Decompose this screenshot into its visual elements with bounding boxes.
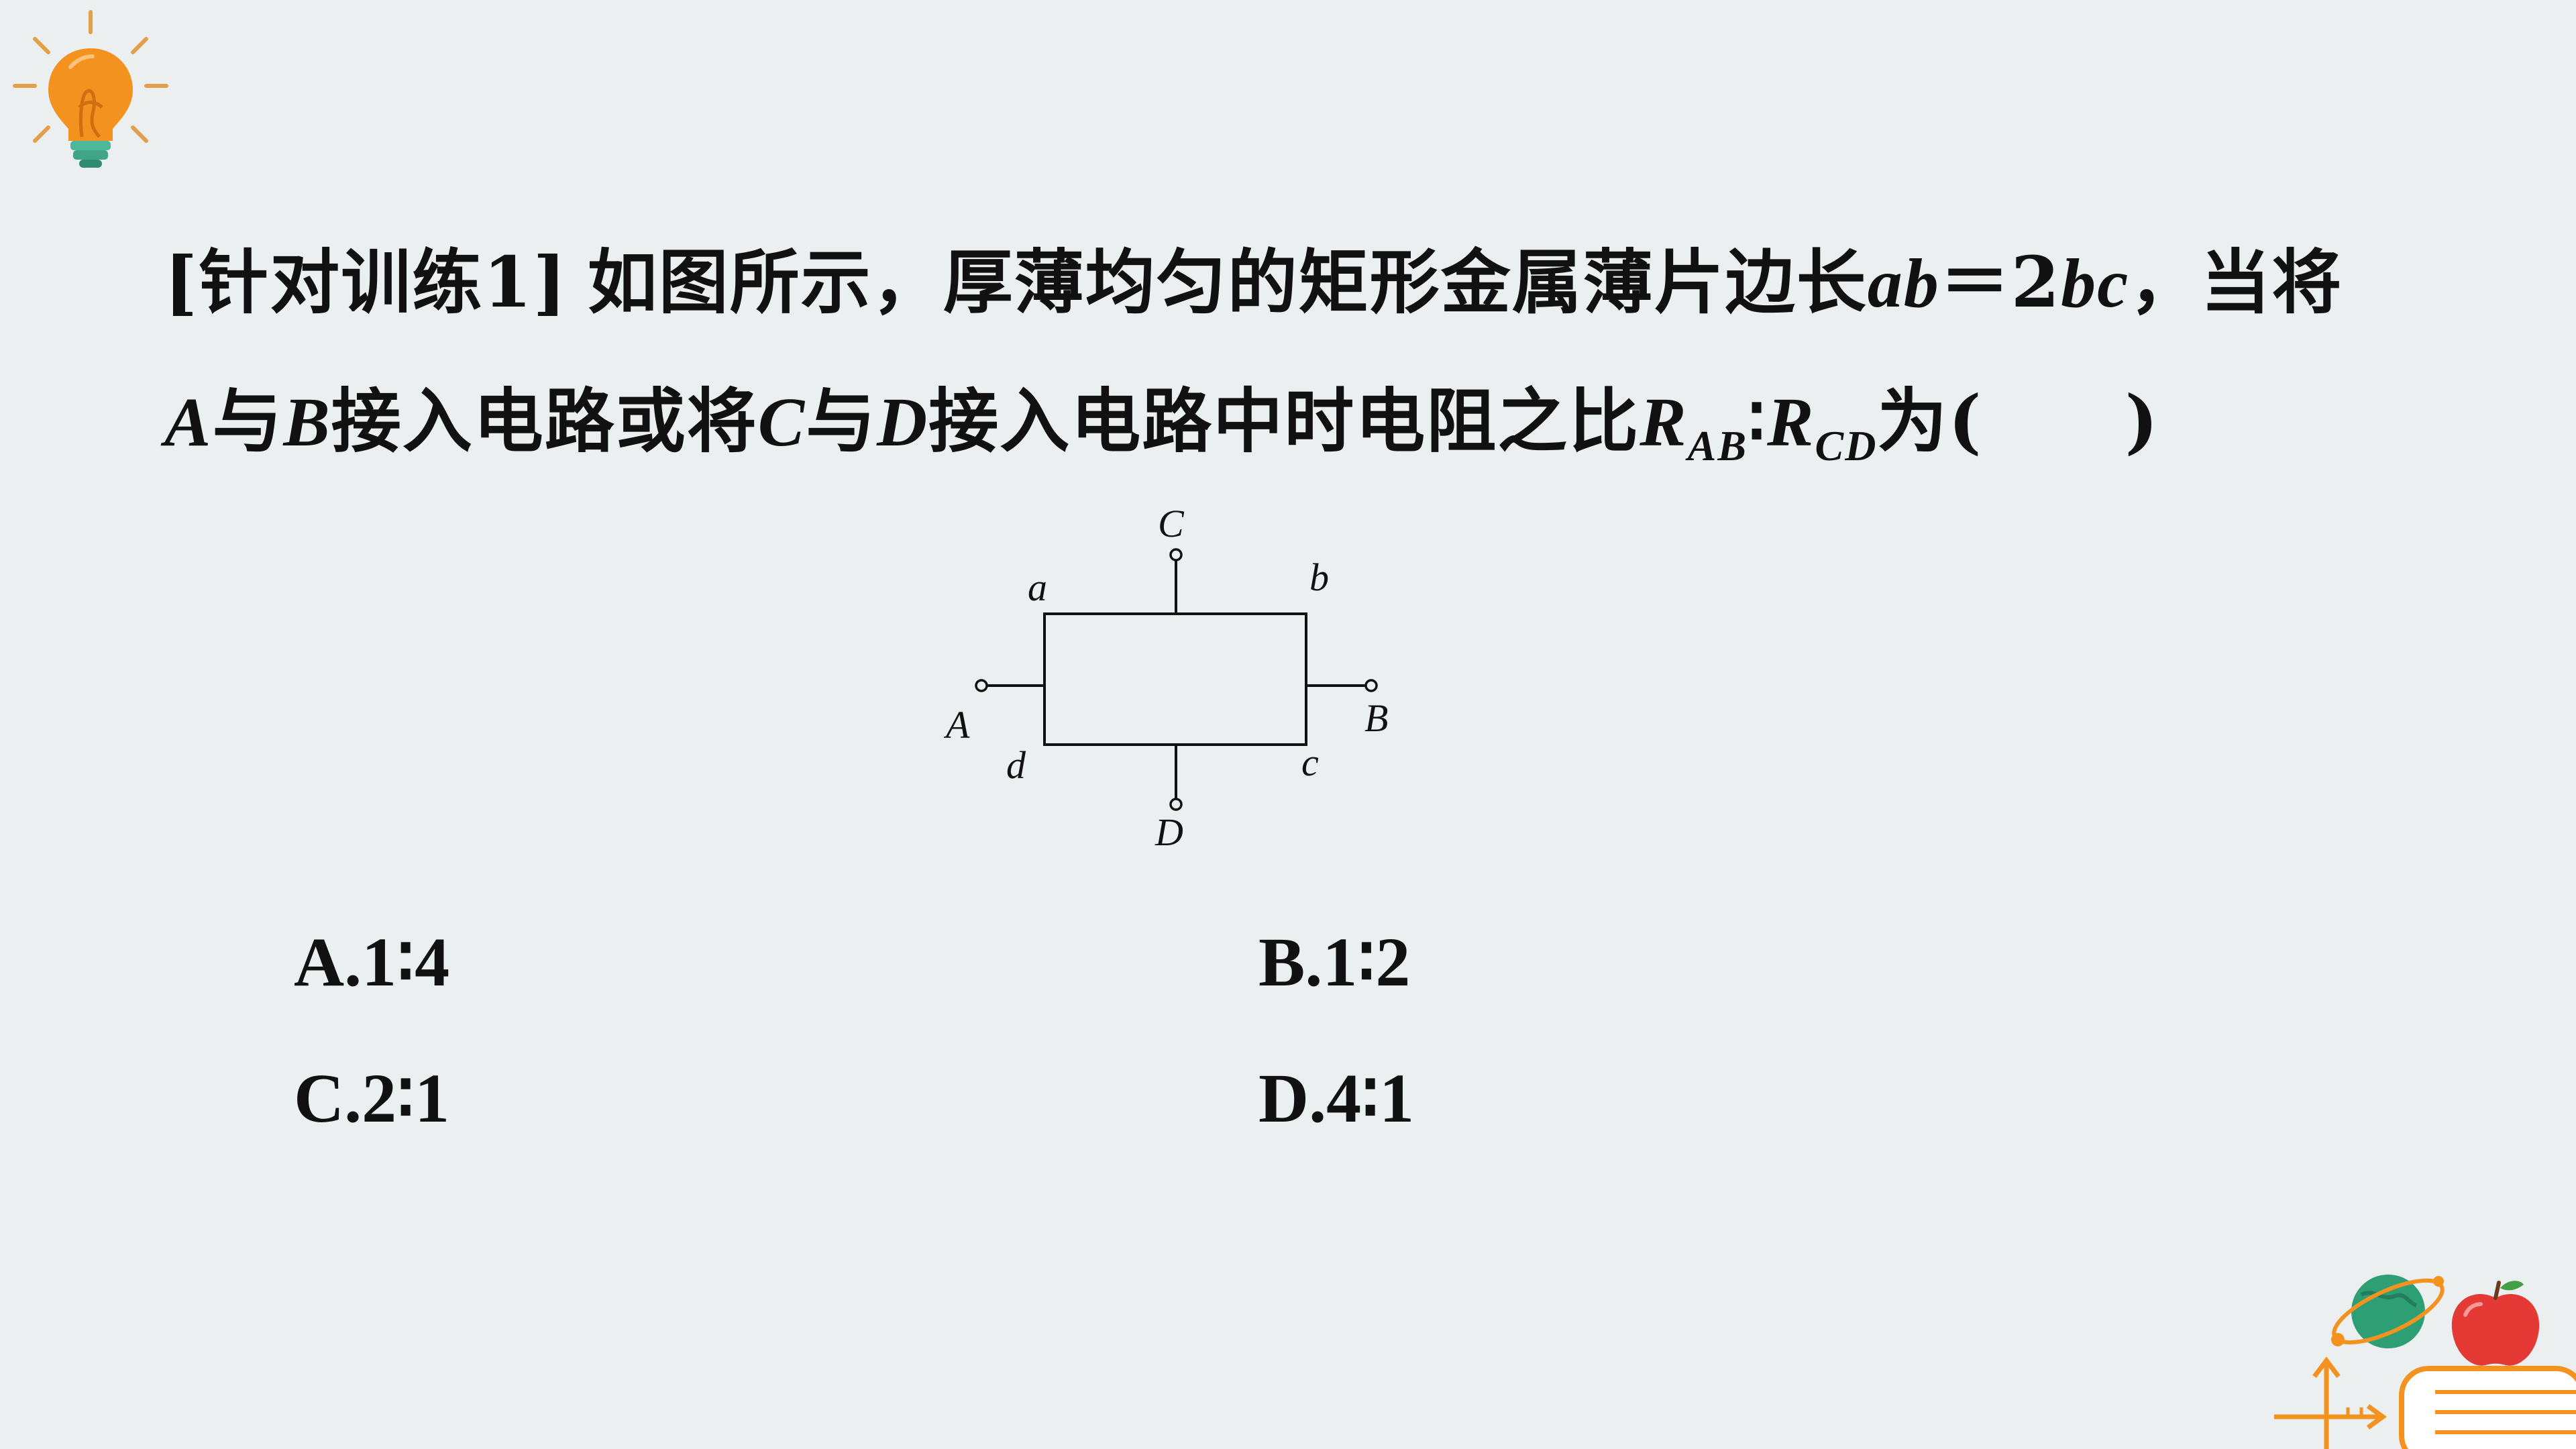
label-c: c xyxy=(1301,741,1319,784)
terminal-C xyxy=(1169,548,1183,561)
label-D: D xyxy=(1155,810,1183,854)
terminal-D xyxy=(1169,798,1183,811)
label-d: d xyxy=(1006,743,1026,787)
school-supplies-icon xyxy=(2274,1275,2576,1449)
label-A: A xyxy=(943,703,970,747)
rectangle-diagram: C a b A B d c D xyxy=(943,502,1388,854)
label-C: C xyxy=(1158,502,1185,545)
terminal-B xyxy=(1364,679,1378,692)
terminal-A xyxy=(975,679,988,692)
question-text: [针对训练1]如图所示，厚薄均匀的矩形金属薄片边长ab＝2bc，当将 A与B接入… xyxy=(164,213,2499,515)
label-a: a xyxy=(1028,566,1047,609)
label-b: b xyxy=(1309,555,1329,599)
question-label: [针对训练1] xyxy=(164,241,568,323)
option-a[interactable]: A.1∶4 xyxy=(294,924,450,1001)
option-b[interactable]: B.1∶2 xyxy=(1258,924,1411,1001)
lightbulb-icon xyxy=(13,10,168,168)
question-line-1: [针对训练1]如图所示，厚薄均匀的矩形金属薄片边长ab＝2bc，当将 xyxy=(164,241,2343,323)
label-B: B xyxy=(1364,696,1388,740)
option-d[interactable]: D.4∶1 xyxy=(1258,1060,1415,1137)
option-c[interactable]: C.2∶1 xyxy=(294,1060,450,1137)
question-line-2: A与B接入电路或将C与D接入电路中时电阻之比RAB∶RCD为( ) xyxy=(164,380,2159,470)
metal-sheet-rectangle xyxy=(1043,612,1307,746)
